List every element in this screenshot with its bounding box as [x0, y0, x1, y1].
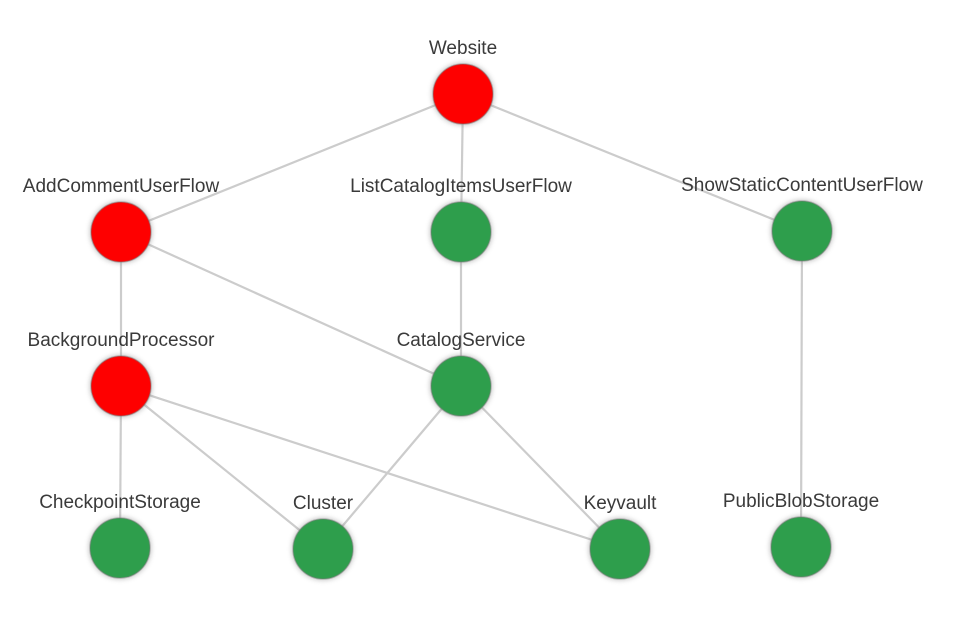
node-label-cluster: Cluster: [293, 493, 354, 514]
edges-layer: [118, 92, 804, 551]
node-list-catalog-items-user-flow[interactable]: [430, 201, 492, 263]
node-label-public-blob-storage: PublicBlobStorage: [723, 491, 879, 512]
node-cluster[interactable]: [292, 518, 354, 580]
edge-background-processor-cluster: [120, 385, 324, 550]
node-label-catalog-service: CatalogService: [397, 330, 526, 351]
node-label-show-static-content-user-flow: ShowStaticContentUserFlow: [681, 175, 923, 196]
node-checkpoint-storage[interactable]: [89, 517, 151, 579]
node-catalog-service[interactable]: [430, 355, 492, 417]
node-label-background-processor: BackgroundProcessor: [28, 330, 216, 351]
edge-catalog-service-cluster: [322, 385, 462, 550]
node-label-list-catalog-items-user-flow: ListCatalogItemsUserFlow: [350, 176, 572, 197]
node-show-static-content-user-flow[interactable]: [771, 200, 833, 262]
edge-catalog-service-keyvault: [460, 385, 621, 550]
node-keyvault[interactable]: [589, 518, 651, 580]
node-label-checkpoint-storage: CheckpointStorage: [39, 492, 201, 513]
edge-website-add-comment-user-flow: [120, 92, 464, 234]
edge-website-show-static-content-user-flow: [462, 92, 803, 233]
edge-background-processor-keyvault: [120, 384, 621, 551]
nodes-layer: [89, 63, 833, 580]
edge-add-comment-user-flow-catalog-service: [120, 230, 462, 388]
node-label-keyvault: Keyvault: [584, 493, 658, 514]
node-label-add-comment-user-flow: AddCommentUserFlow: [23, 176, 220, 197]
edge-show-static-content-user-flow-public-blob-storage: [799, 230, 804, 548]
node-label-website: Website: [429, 38, 497, 59]
node-website[interactable]: [432, 63, 494, 125]
node-public-blob-storage[interactable]: [770, 516, 832, 578]
node-add-comment-user-flow[interactable]: [90, 201, 152, 263]
node-background-processor[interactable]: [90, 355, 152, 417]
